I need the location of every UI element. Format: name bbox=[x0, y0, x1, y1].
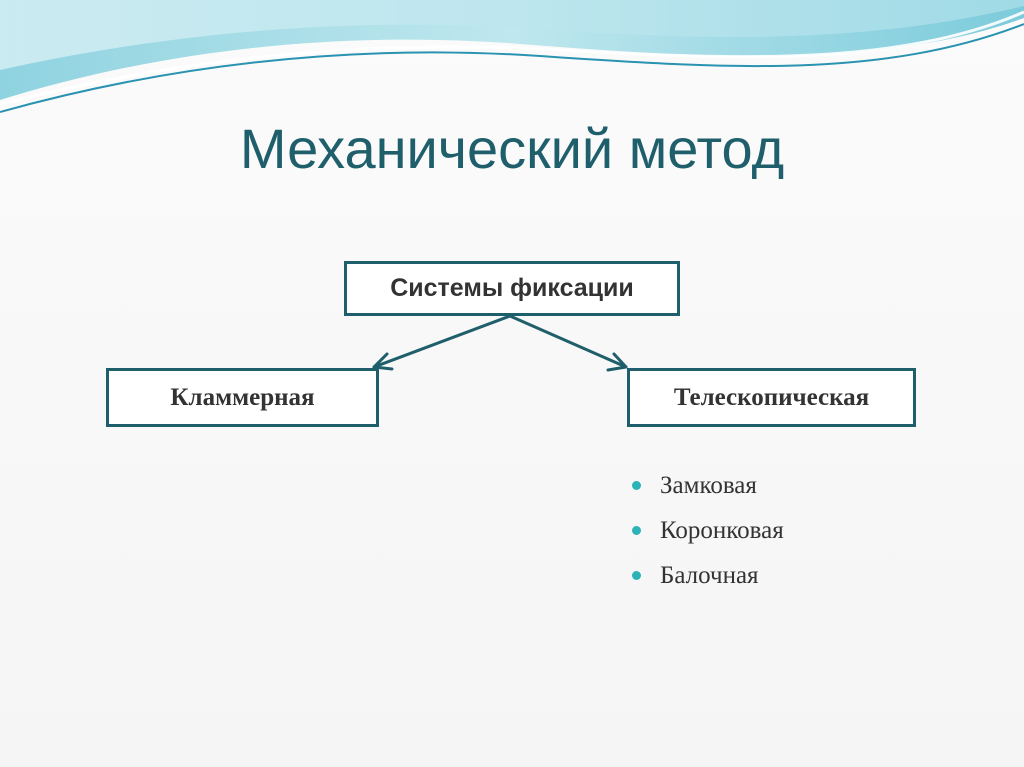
arrow-to-teleskopicheskaya bbox=[508, 314, 628, 369]
slide-title: Механический метод bbox=[239, 117, 785, 180]
list-item: Балочная bbox=[632, 556, 784, 601]
bullet-dot-icon bbox=[632, 481, 641, 490]
diagram-node-klammernaya: Кламмерная bbox=[106, 368, 379, 427]
list-item-label: Балочная bbox=[660, 562, 759, 589]
diagram-node-label: Кламмерная bbox=[170, 383, 315, 411]
diagram-root-label: Системы фиксации bbox=[390, 274, 634, 302]
wave-decoration bbox=[0, 0, 1024, 113]
diagram-node-teleskopicheskaya: Телескопическая bbox=[627, 368, 916, 427]
list-item-label: Коронковая bbox=[660, 517, 784, 544]
bullet-dot-icon bbox=[632, 571, 641, 580]
diagram-node-label: Телескопическая bbox=[673, 383, 870, 411]
bullet-dot-icon bbox=[632, 526, 641, 535]
arrow-head-left bbox=[372, 352, 394, 371]
sub-item-list: Замковая Коронковая Балочная bbox=[632, 466, 784, 601]
arrow-to-klammernaya bbox=[372, 314, 512, 369]
list-item: Коронковая bbox=[632, 511, 784, 556]
list-item: Замковая bbox=[632, 466, 784, 511]
list-item-label: Замковая bbox=[660, 472, 757, 499]
arrow-head-right bbox=[606, 352, 628, 372]
diagram-root-node: Системы фиксации bbox=[344, 261, 680, 316]
